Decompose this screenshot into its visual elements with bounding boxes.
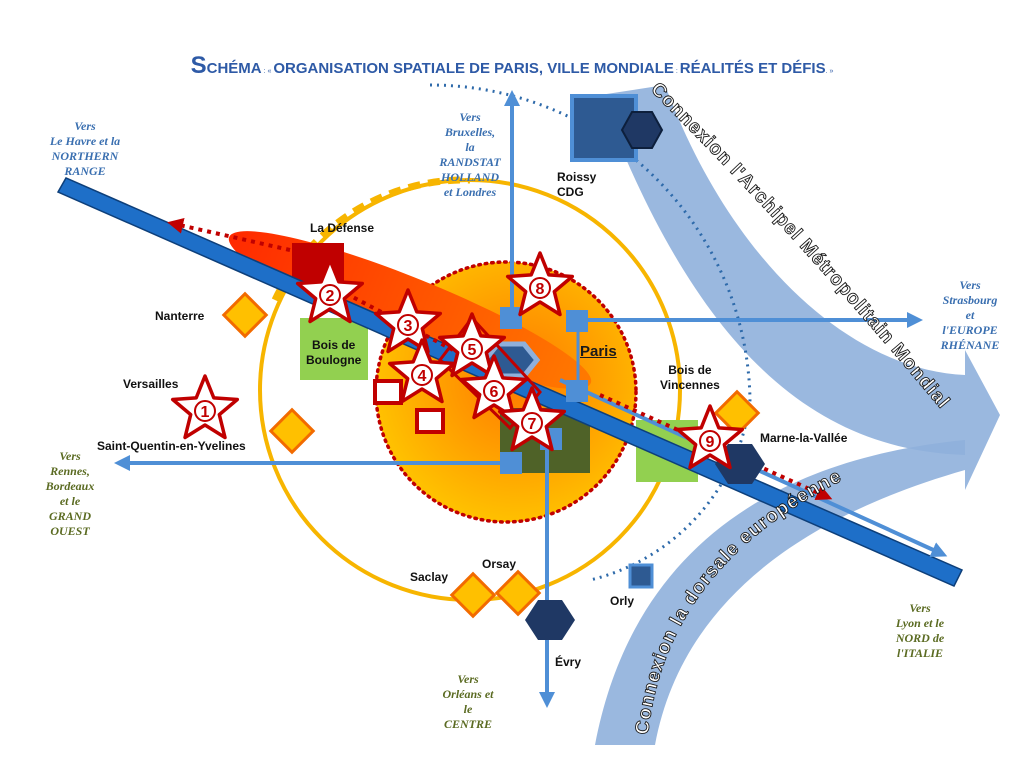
star-number-circle (483, 380, 505, 402)
star-number: 4 (418, 368, 427, 385)
label-nanterre: Nanterre (155, 309, 205, 323)
star-number-circle (529, 277, 551, 299)
star-number: 2 (326, 288, 335, 305)
star-number: 1 (201, 404, 210, 421)
star-9: 9 (675, 404, 745, 470)
red-dotted-northwest (167, 217, 291, 252)
saclay-diamond (449, 571, 497, 619)
star-number: 7 (528, 416, 537, 433)
orange-ring-dashed (271, 176, 471, 302)
label-la-defense: La Défense (310, 221, 375, 235)
node-square (566, 380, 588, 402)
star-number-circle (521, 412, 543, 434)
star-3: 3 (373, 288, 443, 354)
star-number-circle (319, 284, 341, 306)
star-7: 7 (497, 386, 567, 452)
bois-boulogne-area (300, 318, 368, 380)
star-1: 1 (170, 374, 240, 440)
label-marne: Marne-la-Vallée (760, 431, 848, 445)
label-orly: Orly (610, 594, 635, 608)
title-main: ORGANISATION SPATIALE DE PARIS, VILLE MO… (273, 60, 674, 77)
title-end: . » (825, 68, 834, 75)
white-square (373, 379, 403, 405)
stars-group: 1 2 3 4 5 6 7 8 9 (170, 251, 745, 470)
label-evry: Évry (555, 655, 582, 669)
label-saclay: Saclay (410, 570, 449, 584)
page-title: SCHÉMA : « ORGANISATION SPATIALE DE PARI… (0, 52, 1024, 80)
title-initial: S (190, 52, 207, 79)
star-5: 5 (437, 312, 507, 378)
star-number: 5 (468, 342, 477, 359)
star-number: 6 (490, 384, 499, 401)
archipel-arc (600, 85, 1000, 490)
star-number-circle (397, 314, 419, 336)
title-sep: : (673, 68, 680, 75)
title-rest: CHÉMA (206, 60, 262, 77)
star-number: 3 (404, 318, 413, 335)
star-6: 6 (459, 354, 529, 420)
star-8: 8 (505, 251, 575, 317)
orsay-diamond (494, 569, 542, 617)
star-number-circle (411, 364, 433, 386)
evry-hexagon (525, 600, 575, 640)
label-paris: Paris (580, 343, 617, 360)
star-number-circle (699, 430, 721, 452)
star-number: 9 (706, 434, 715, 451)
title-sep: : « (261, 68, 274, 75)
white-square (415, 408, 445, 434)
star-number-circle (461, 338, 483, 360)
orly-square (628, 563, 654, 589)
node-square (500, 307, 522, 329)
title-sub: RÉALITÉS ET DÉFIS (679, 60, 826, 77)
marne-diamond (713, 389, 761, 437)
star-number: 8 (536, 281, 545, 298)
star-2: 2 (295, 258, 365, 324)
sqy-diamond (268, 407, 316, 455)
roissy-hexagon (620, 111, 664, 149)
star-4: 4 (387, 338, 457, 404)
label-sqy: Saint-Quentin-en-Yvelines (97, 439, 246, 453)
label-versailles: Versailles (123, 377, 179, 391)
node-square (500, 452, 522, 474)
nanterre-diamond (221, 291, 269, 339)
label-orsay: Orsay (482, 557, 517, 571)
star-number-circle (194, 400, 216, 422)
node-square (566, 310, 588, 332)
